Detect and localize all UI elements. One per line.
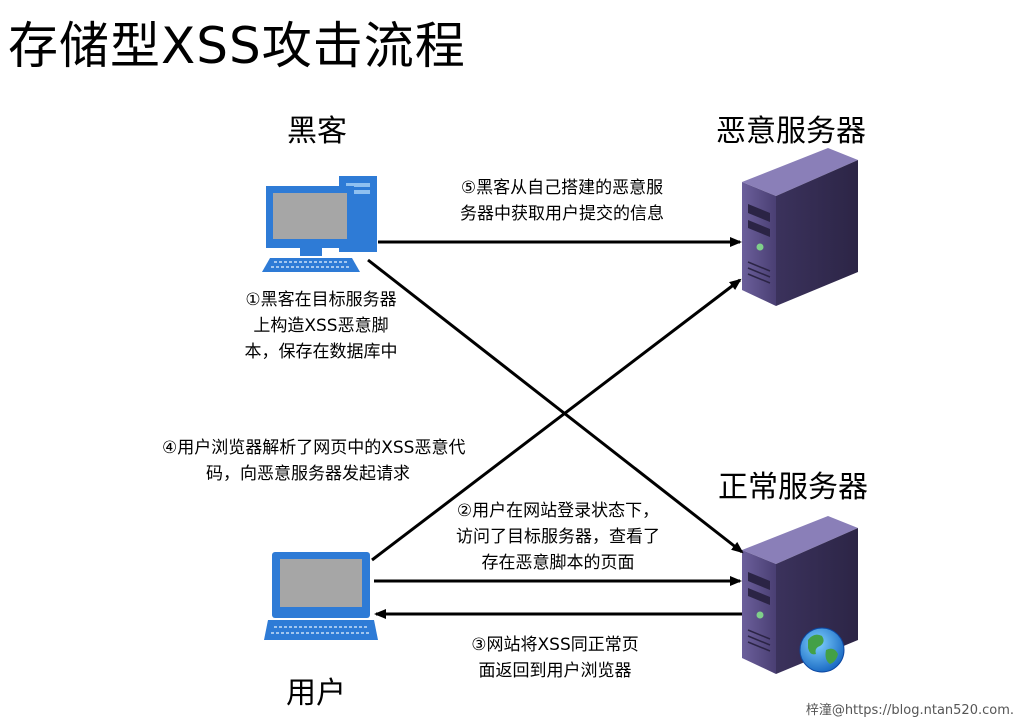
step1-line2: 上构造XSS恶意脚: [253, 316, 389, 336]
globe-icon: [799, 627, 845, 673]
step1-note: ①黑客在目标服务器 上构造XSS恶意脚 本，保存在数据库中: [226, 287, 416, 365]
step4-note: ④用户浏览器解析了网页中的XSS恶意代 码，向恶意服务器发起请求: [162, 435, 465, 487]
hacker-computer-icon: [262, 176, 377, 272]
user-label: 用户: [286, 676, 346, 711]
step3-line1: ③网站将XSS同正常页: [471, 635, 639, 655]
step1-line3: 本，保存在数据库中: [244, 342, 398, 362]
step4-line2: 码，向恶意服务器发起请求: [206, 464, 410, 484]
hacker-label: 黑客: [287, 114, 347, 149]
normal-server-icon: [742, 516, 858, 674]
step3-note: ③网站将XSS同正常页 面返回到用户浏览器: [450, 632, 660, 684]
arrow-step1-hacker-to-normal: [367, 258, 744, 554]
user-laptop-icon: [264, 552, 378, 640]
step2-line3: 存在恶意脚本的页面: [481, 553, 635, 573]
watermark-text: 梓潼@https://blog.ntan520.com.: [805, 703, 1014, 718]
step2-note: ②用户在网站登录状态下， 访问了目标服务器，查看了 存在恶意脚本的页面: [438, 498, 678, 576]
step5-line1: ⑤黑客从自己搭建的恶意服: [460, 178, 664, 198]
step4-line1: ④用户浏览器解析了网页中的XSS恶意代: [162, 438, 466, 458]
step5-line2: 务器中获取用户提交的信息: [460, 204, 664, 224]
normal-server-label: 正常服务器: [718, 470, 868, 505]
step5-note: ⑤黑客从自己搭建的恶意服 务器中获取用户提交的信息: [434, 175, 690, 227]
step1-line1: ①黑客在目标服务器: [245, 290, 397, 310]
step2-line2: 访问了目标服务器，查看了: [456, 527, 660, 547]
step2-line1: ②用户在网站登录状态下，: [456, 501, 660, 521]
step3-line2: 面返回到用户浏览器: [478, 661, 632, 681]
malicious-server-icon: [742, 148, 858, 306]
diagram-title: 存储型XSS攻击流程: [8, 17, 466, 75]
arrow-step4-user-to-malicious: [371, 278, 742, 562]
malicious-server-label: 恶意服务器: [716, 114, 866, 149]
